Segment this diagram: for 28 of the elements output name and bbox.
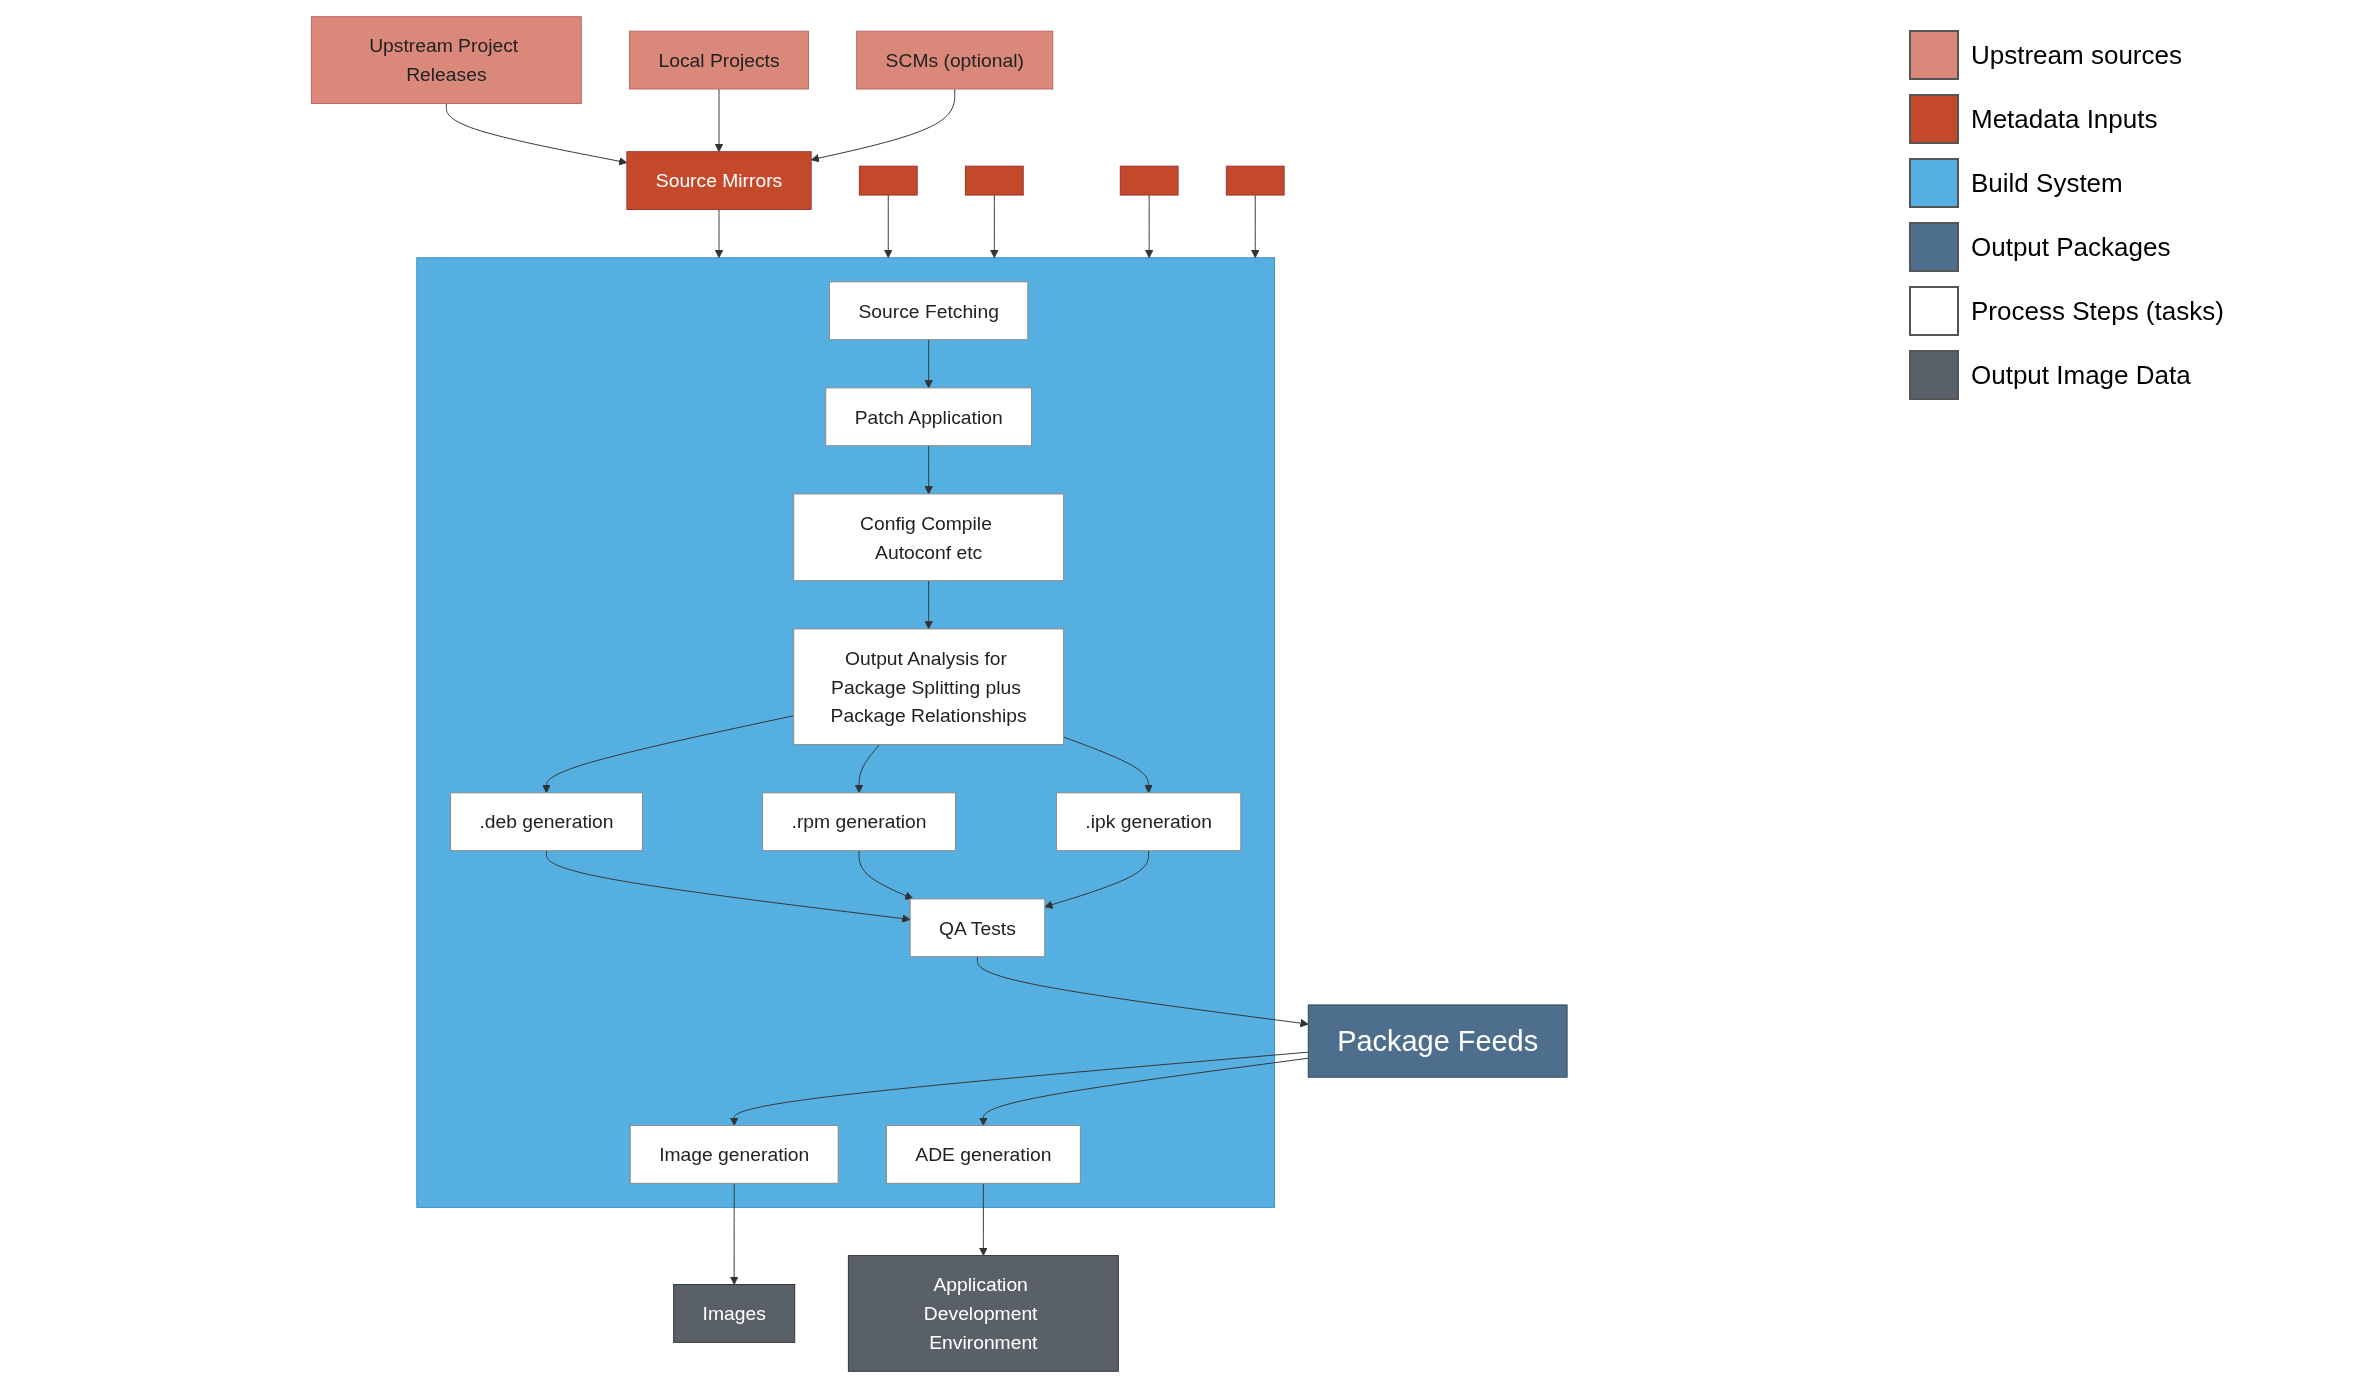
legend-label: Output Image Data — [1971, 359, 2191, 391]
node-box: Images — [673, 1283, 796, 1343]
legend-label: Process Steps (tasks) — [1971, 295, 2224, 327]
node-box: Application Development Environment — [848, 1254, 1120, 1372]
node-box: Local Projects — [629, 30, 810, 89]
node-box: .deb generation — [450, 791, 644, 851]
legend-label: Output Packages — [1971, 231, 2171, 263]
node-box: .rpm generation — [762, 791, 957, 851]
node-box — [1226, 165, 1285, 196]
node-box — [965, 165, 1024, 196]
node-box: Package Feeds — [1308, 1003, 1568, 1078]
node-box: ADE generation — [886, 1124, 1082, 1184]
node-box: Config Compile Autoconf etc — [793, 492, 1065, 581]
node-box: Source Mirrors — [626, 150, 812, 210]
cluster — [416, 256, 1276, 1208]
node-box: SCMs (optional) — [856, 30, 1054, 89]
node-box — [859, 165, 918, 196]
legend-label: Upstream sources — [1971, 39, 2182, 71]
legend-label: Metadata Inputs — [1971, 103, 2158, 135]
node-box: Output Analysis for Package Splitting plus Package Relationships — [793, 627, 1065, 745]
legend-label: Build System — [1971, 167, 2123, 199]
node-box: Image generation — [630, 1124, 839, 1184]
node-box: .ipk generation — [1056, 791, 1242, 851]
node-box: Patch Application — [825, 386, 1033, 446]
node-box: Source Fetching — [829, 280, 1029, 340]
node-box: QA Tests — [909, 897, 1046, 957]
node-box — [1120, 165, 1179, 196]
node-box: Upstream Project Releases — [311, 15, 583, 104]
